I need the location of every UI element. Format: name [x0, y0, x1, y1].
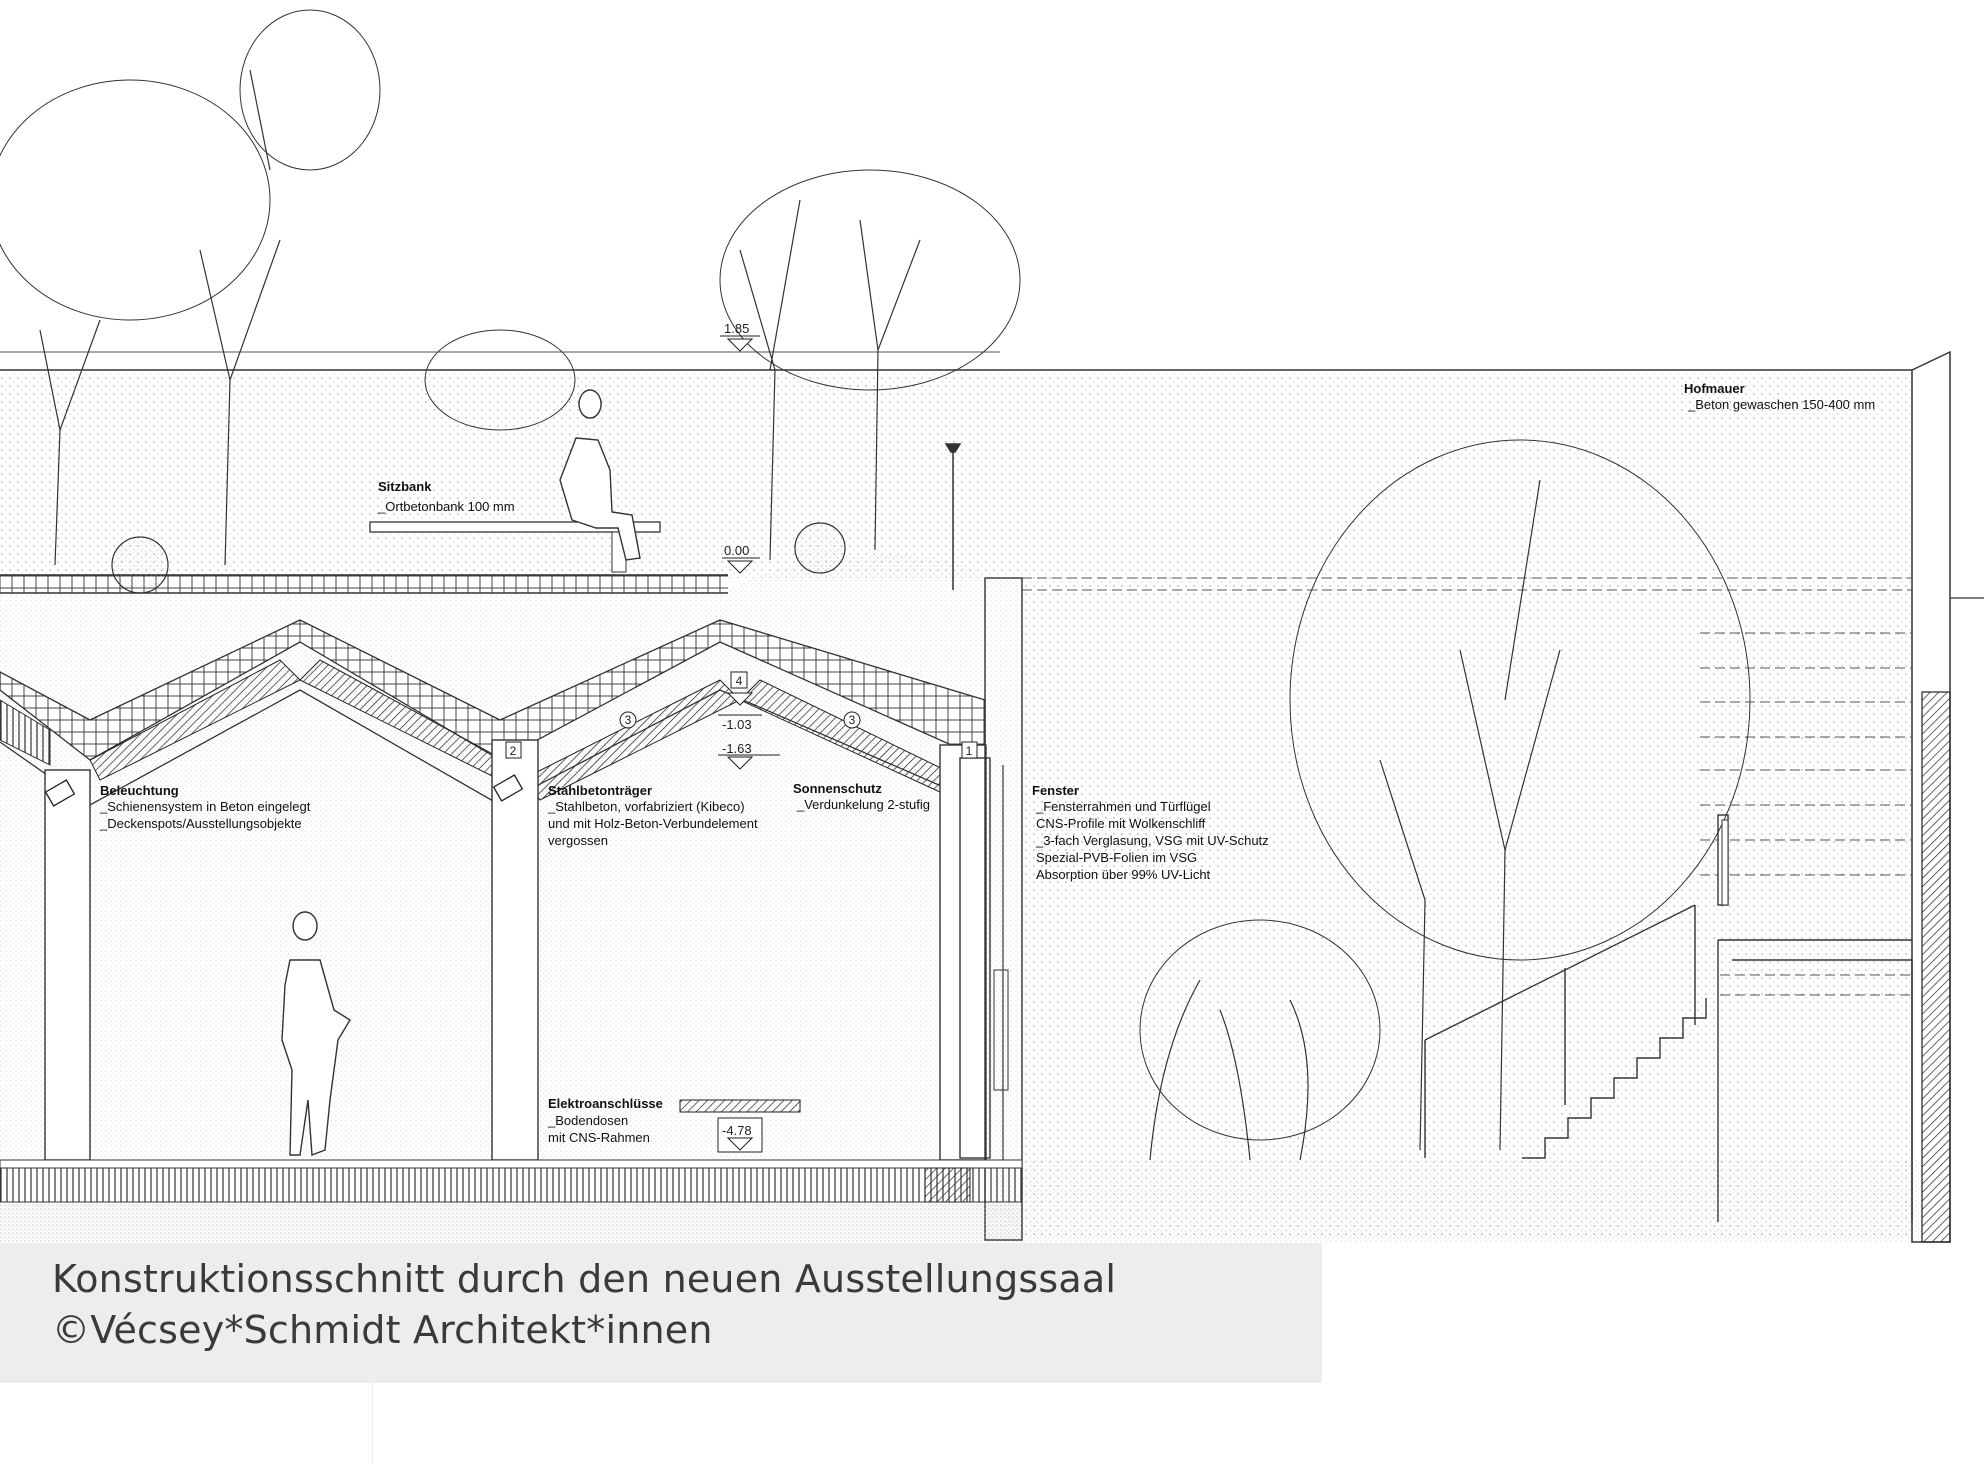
detail-markers: 1 2 3 3 4: [505, 671, 978, 759]
level-marker-ground: 0.00: [722, 543, 760, 574]
annotation-stahlbetontraeger-title: Stahlbetonträger: [548, 783, 652, 798]
annotation-fenster-line-4: Spezial-PVB-Folien im VSG: [1036, 850, 1197, 865]
divider: [372, 1383, 373, 1464]
annotation-beleuchtung: Beleuchtung _Schienensystem in Beton ein…: [99, 783, 311, 831]
marker-3b: 3: [849, 713, 856, 727]
leaf-clusters: [0, 9, 1751, 1141]
marker-3a: 3: [625, 713, 632, 727]
window-wall: [984, 577, 1023, 1241]
level-marker-l1: -1.03: [718, 692, 762, 732]
caption-title: Konstruktionsschnitt durch den neuen Aus…: [52, 1257, 1117, 1301]
floor-slab: [0, 1159, 1023, 1242]
annotation-hofmauer-title: Hofmauer: [1684, 381, 1745, 396]
vegetation: [39, 69, 1561, 1161]
annotation-sitzbank: Sitzbank _Ortbetonbank 100 mm: [377, 479, 515, 514]
level-l1-text: -1.03: [722, 717, 752, 732]
courtyard-ground: [1022, 1160, 1922, 1242]
annotation-fenster-line-2: CNS-Profile mit Wolkenschliff: [1036, 816, 1206, 831]
annotation-sitzbank-line-1: _Ortbetonbank 100 mm: [377, 499, 515, 514]
annotation-fenster-title: Fenster: [1032, 783, 1079, 798]
lamp-post: [944, 443, 962, 590]
annotation-fenster-line-3: _3-fach Verglasung, VSG mit UV-Schutz: [1035, 833, 1269, 848]
annotation-stahlbetontraeger: Stahlbetonträger _Stahlbeton, vorfabrizi…: [547, 783, 758, 848]
interior-columns: [44, 739, 991, 1161]
annotation-beleuchtung-title: Beleuchtung: [100, 783, 179, 798]
level-l2-text: -1.63: [722, 741, 752, 756]
annotation-fenster: Fenster _Fensterrahmen und Türflügel CNS…: [1032, 783, 1269, 882]
level-marker-floor: -4.78: [717, 1117, 763, 1153]
person-figures: [281, 389, 641, 1156]
annotation-beleuchtung-line-1: _Schienensystem in Beton eingelegt: [99, 799, 311, 814]
caption-box: [0, 1243, 1322, 1383]
level-floor-text: -4.78: [722, 1123, 752, 1138]
annotation-beleuchtung-line-2: _Deckenspots/Ausstellungsobjekte: [99, 816, 302, 831]
wall-handrail: [1721, 819, 1729, 906]
spotlight-icons: [44, 774, 524, 807]
annotation-fenster-line-1: _Fensterrahmen und Türflügel: [1035, 799, 1211, 814]
annotation-elektro-line-1: _Bodendosen: [547, 1113, 628, 1128]
marker-1: 1: [966, 744, 973, 758]
level-top-text: 1.85: [724, 321, 749, 336]
annotation-hofmauer-line-1: _Beton gewaschen 150-400 mm: [1687, 397, 1875, 412]
floor-box-element: [679, 1099, 801, 1113]
marker-2: 2: [510, 744, 517, 758]
level-marker-l2: -1.63: [718, 741, 780, 770]
annotation-elektro: Elektroanschlüsse _Bodendosen mit CNS-Ra…: [547, 1096, 663, 1145]
annotation-sonnenschutz: Sonnenschutz _Verdunkelung 2-stufig: [793, 781, 930, 812]
caption-credit: ©Vécsey*Schmidt Architekt*innen: [52, 1308, 713, 1352]
annotation-stahlbetontraeger-line-1: _Stahlbeton, vorfabriziert (Kibeco): [547, 799, 745, 814]
annotation-sonnenschutz-title: Sonnenschutz: [793, 781, 882, 796]
annotation-stahlbetontraeger-line-3: vergossen: [548, 833, 608, 848]
annotation-elektro-title: Elektroanschlüsse: [548, 1096, 663, 1111]
marker-4: 4: [736, 674, 743, 688]
level-marker-top: 1.85: [720, 321, 760, 352]
annotation-fenster-line-5: Absorption über 99% UV-Licht: [1036, 867, 1211, 882]
construction-section-drawing: 1.85 0.00 -1.03 -1.63 -4.78 1 2 3 3 4: [0, 9, 1984, 1243]
annotation-sonnenschutz-line-1: _Verdunkelung 2-stufig: [796, 797, 930, 812]
annotation-hofmauer: Hofmauer _Beton gewaschen 150-400 mm: [1684, 381, 1875, 412]
level-ground-text: 0.00: [724, 543, 749, 558]
annotation-sitzbank-title: Sitzbank: [378, 479, 432, 494]
annotation-stahlbetontraeger-line-2: und mit Holz-Beton-Verbundelement: [548, 816, 758, 831]
annotation-elektro-line-2: mit CNS-Rahmen: [548, 1130, 650, 1145]
